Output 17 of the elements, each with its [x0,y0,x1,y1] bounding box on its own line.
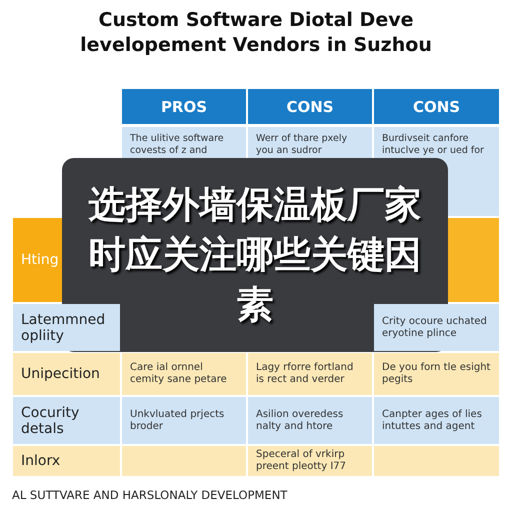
table-cell: Lagy rforre fortland is rect and verder [248,353,372,395]
table-cell: Care ial ornnel cemity sane petare [122,353,246,395]
table-cell: Asilion overedess nalty and htore [248,397,372,444]
row-header: Unipecition [13,353,120,395]
table-cell: Crity ocoure uchated eryotine plince [374,304,499,351]
table-cell: Unkvluated prjects broder [122,397,246,444]
footer-text: AL SUTTVARE AND HARSLONALY DEVELOPMENT [12,488,288,502]
table-cell: De you forn tle esight pegits [374,353,499,395]
column-header: CONS [374,89,499,124]
row-header: Latemmned opliity [13,304,120,351]
column-header: CONS [248,89,372,124]
title: Custom Software Diotal Deve levelopement Vendors in Suzhou [79,8,433,58]
table-cell: Canpter ages of lies intuttes and agent [374,397,499,444]
table-cell: Speceral of vrkirp preent pleotty I77 [248,446,372,476]
row-header: Cocurity detals [13,397,120,444]
row-header: Inlorx [13,446,120,476]
column-header: PROS [122,89,246,124]
